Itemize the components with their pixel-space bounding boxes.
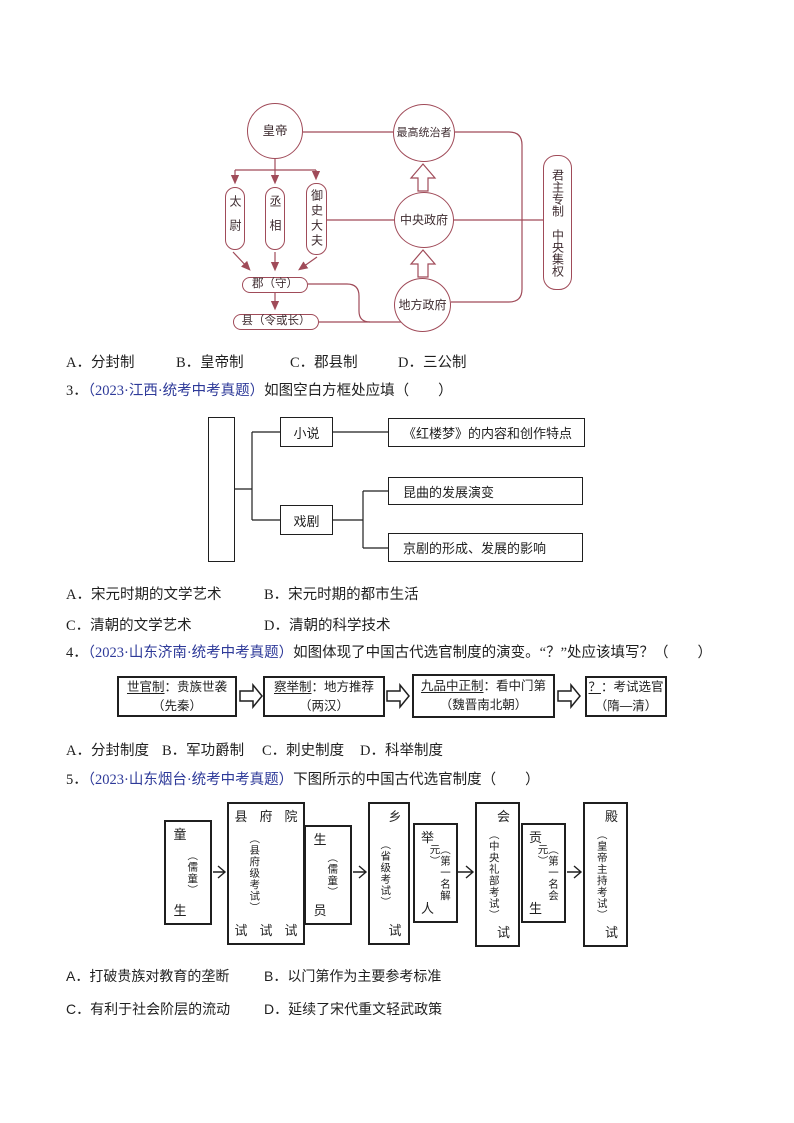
q3-stem: 如图空白方框处应填（ ） bbox=[264, 383, 453, 399]
q3-empty-box bbox=[208, 417, 235, 562]
q3-kunqu-box: 昆曲的发展演变 bbox=[388, 477, 583, 505]
node-monarchy-centralization: 君主专制 中央集权 bbox=[543, 155, 572, 290]
q5-option-b: B．以门第作为主要参考标准 bbox=[264, 968, 442, 984]
q3-number: 3． bbox=[66, 383, 88, 399]
q4-flow-box-jiupin: 九品中正制：看中门第 （魏晋南北朝） bbox=[412, 674, 555, 718]
q2-option-c: C．郡县制 bbox=[290, 355, 358, 371]
q4-option-b: B．军功爵制 bbox=[162, 743, 245, 759]
q4-flow-box-shiguanzhi: 世官制：贵族世袭 （先秦） bbox=[117, 676, 237, 717]
q5-option-d: D．延续了宋代重文轻武政策 bbox=[264, 1001, 443, 1017]
q3-drama-box: 戏剧 bbox=[280, 505, 333, 535]
q5-citation: （2023·山东烟台·统考中考真题） bbox=[87, 772, 294, 788]
q2-option-a: A．分封制 bbox=[66, 355, 135, 371]
node-jun-shou: 郡（守） bbox=[242, 277, 308, 293]
q4-flow-line1: 察举制：地方推荐 bbox=[273, 679, 375, 694]
node-xian: 县（令或长） bbox=[233, 314, 319, 330]
q4-flow-line2: （两汉） bbox=[298, 698, 349, 713]
q4-number: 4． bbox=[66, 645, 88, 661]
q4-flow-box-question-mark: ？：考试选官 （隋—清） bbox=[585, 676, 667, 717]
q2-option-b: B．皇帝制 bbox=[176, 355, 244, 371]
q3-option-b: B．宋元时期的都市生活 bbox=[264, 587, 419, 603]
node-chengxiang: 丞相 bbox=[265, 187, 285, 250]
q3-heading: 3．（2023·江西·统考中考真题）如图空白方框处应填（ ） bbox=[66, 379, 453, 400]
q5-number: 5． bbox=[66, 772, 88, 788]
q3-citation: （2023·江西·统考中考真题） bbox=[87, 383, 265, 399]
q4-flow-line2: （隋—清） bbox=[594, 698, 658, 713]
q4-flow-line2: （先秦） bbox=[151, 698, 202, 713]
q5-stage-huishi: 会 （中央礼部考试） 试 bbox=[475, 802, 520, 947]
q3-novel-detail-box: 《红楼梦》的内容和创作特点 bbox=[388, 418, 585, 447]
q5-stage-gongsheng: 贡 （第一名会元） 生 bbox=[521, 823, 566, 923]
q5-stage-xiangshi: 乡 （省级考试） 试 bbox=[368, 802, 410, 945]
q5-heading: 5．（2023·山东烟台·统考中考真题）下图所示的中国古代选官制度（ ） bbox=[66, 768, 540, 789]
q5-stage-tongsheng: 童 （儒童） 生 bbox=[164, 820, 212, 925]
node-yushidafu: 御史大夫 bbox=[306, 183, 327, 255]
q5-stage-juren: 举 （第一名解元） 人 bbox=[413, 823, 458, 923]
q3-option-c: C．清朝的文学艺术 bbox=[66, 618, 192, 634]
node-central-government: 中央政府 bbox=[394, 192, 454, 248]
monarchy-label: 君主专制 bbox=[550, 168, 565, 217]
q5-stage-shengyuan: 生 （儒童） 员 bbox=[304, 825, 352, 925]
q4-option-d: D．科举制度 bbox=[360, 743, 443, 759]
q4-heading: 4．（2023·山东济南·统考中考真题）如图体现了中国古代选官制度的演变。“？”… bbox=[66, 641, 712, 662]
q4-flow-line2: （魏晋南北朝） bbox=[439, 698, 528, 712]
q4-option-c: C．刺史制度 bbox=[262, 743, 345, 759]
q3-option-d: D．清朝的科学技术 bbox=[264, 618, 391, 634]
q4-flow-line1: 世官制：贵族世袭 bbox=[126, 679, 228, 694]
node-local-government: 地方政府 bbox=[394, 278, 451, 332]
q5-stem: 下图所示的中国古代选官制度（ ） bbox=[293, 772, 540, 788]
q4-citation: （2023·山东济南·统考中考真题） bbox=[87, 645, 294, 661]
q5-option-c: C．有利于社会阶层的流动 bbox=[66, 1001, 231, 1017]
node-emperor: 皇帝 bbox=[247, 103, 303, 159]
node-taiwei: 太尉 bbox=[225, 187, 245, 250]
node-supreme-ruler: 最高统治者 bbox=[393, 104, 455, 162]
q5-stage-xianfuyuan-exams: 县府院 （县府级考试） 试试试 bbox=[227, 802, 305, 945]
q5-stage-dianshi: 殿 （皇帝主持考试） 试 bbox=[583, 802, 628, 947]
q3-jingju-box: 京剧的形成、发展的影响 bbox=[388, 533, 583, 562]
q4-stem: 如图体现了中国古代选官制度的演变。“？”处应该填写？（ ） bbox=[293, 645, 713, 661]
q4-flow-box-chajuzhi: 察举制：地方推荐 （两汉） bbox=[263, 676, 385, 717]
centralization-label: 中央集权 bbox=[550, 228, 565, 277]
q4-flow-line1: ？：考试选官 bbox=[588, 679, 664, 694]
q4-option-a: A．分封制度 bbox=[66, 743, 149, 759]
q5-option-a: A．打破贵族对教育的垄断 bbox=[66, 968, 230, 984]
q2-option-d: D．三公制 bbox=[398, 355, 467, 371]
q3-option-a: A．宋元时期的文学艺术 bbox=[66, 587, 222, 603]
q3-novel-box: 小说 bbox=[280, 417, 333, 447]
q4-flow-line1: 九品中正制：看中门第 bbox=[420, 679, 547, 694]
